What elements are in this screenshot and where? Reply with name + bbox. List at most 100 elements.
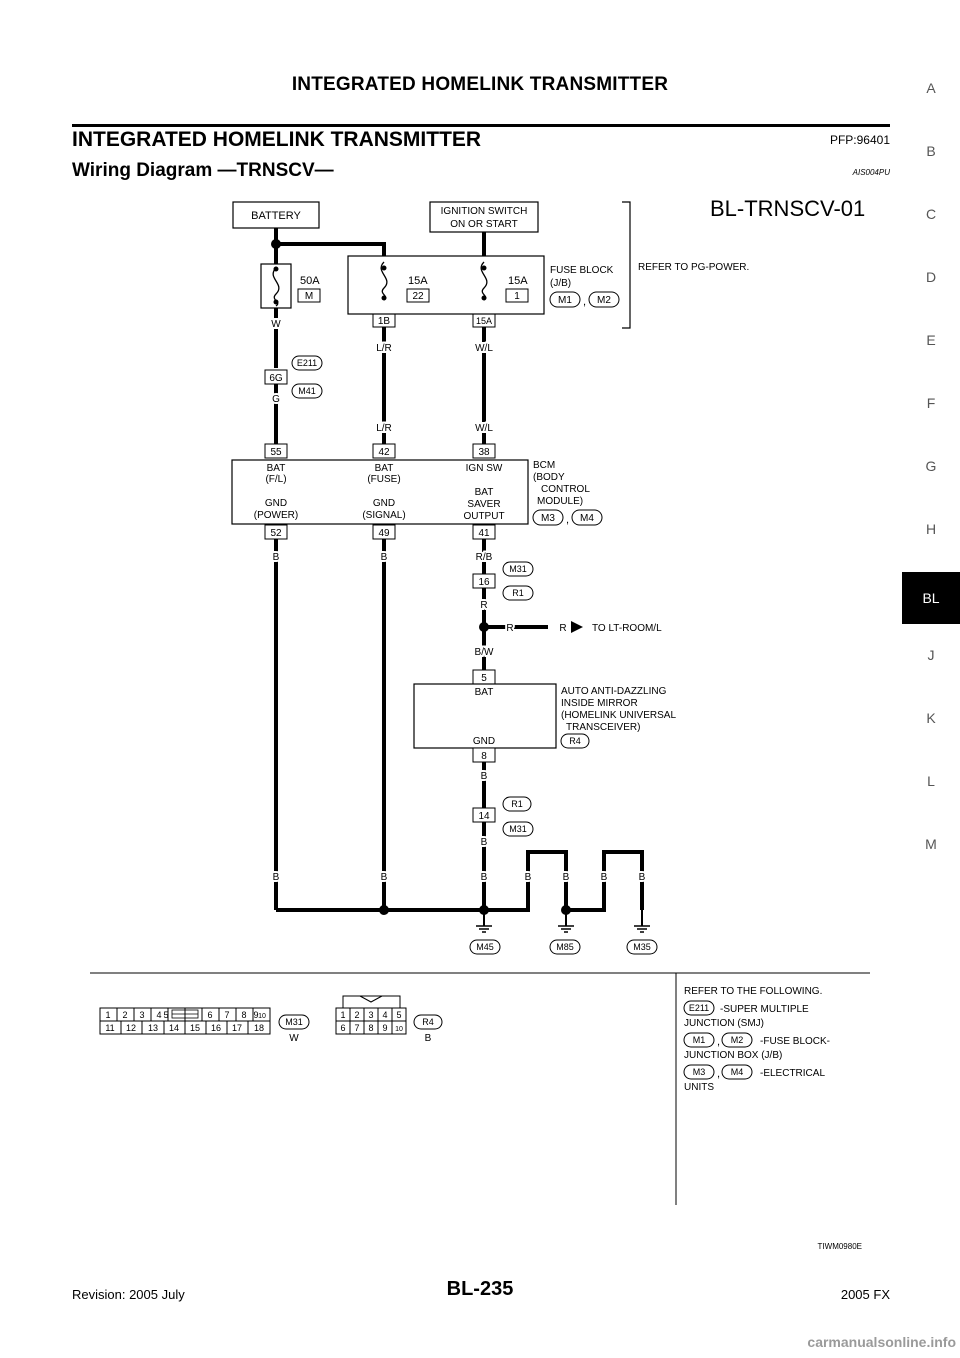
page-number: BL-235 (446, 1278, 514, 1300)
figure-code: TIWM0980E (818, 1242, 862, 1251)
fuse-22-amp: 15A (408, 275, 428, 287)
tab-m[interactable]: M (925, 836, 937, 852)
battery-bus-wire (276, 242, 386, 256)
m31-pin: 13 (148, 1023, 158, 1033)
refer-m12-desc-2: JUNCTION BOX (J/B) (684, 1050, 782, 1061)
fuse-22-code: 22 (412, 291, 424, 302)
r4-pin: 1 (340, 1010, 345, 1020)
wire-b-label-9: B (563, 872, 570, 883)
header-rule (72, 124, 890, 127)
tab-e[interactable]: E (926, 332, 936, 348)
tab-j[interactable]: J (927, 647, 935, 663)
fuse-50a-dot-top (273, 266, 279, 272)
refer-m34-desc-1: -ELECTRICAL (760, 1068, 825, 1079)
bcm-label-bat-fl-2: (F/L) (265, 474, 286, 485)
conn-m31-b: M31 (509, 824, 527, 834)
bcm-label-bat-saver-2: SAVER (467, 499, 500, 510)
mirror-pin-5: 5 (481, 673, 487, 684)
tab-a[interactable]: A (926, 80, 936, 96)
bcm-conn-m4-oval (571, 509, 603, 526)
tab-bl[interactable]: BL (902, 572, 960, 624)
fuse-1-dot-top (481, 265, 487, 271)
ground-m45: M45 (476, 942, 494, 952)
conn-e211: E211 (297, 358, 317, 368)
bcm-label-gnd-signal-2: (SIGNAL) (362, 510, 405, 521)
tab-l[interactable]: L (927, 773, 935, 789)
conn-r1-oval-b (502, 796, 532, 812)
r4-conn-name: R4 (422, 1017, 434, 1027)
wire-b-label-10: B (601, 872, 608, 883)
m31-pin: 8 (241, 1010, 246, 1020)
conn-m31-oval-a (502, 561, 534, 577)
tab-h[interactable]: H (925, 521, 937, 537)
watermark: carmanualsonline.info (807, 1334, 956, 1350)
fuse-50a-dot-bottom (273, 299, 279, 305)
wire-r-label: R (480, 600, 487, 611)
m31-pin: 4 (156, 1010, 161, 1020)
mirror-name-4: TRANSCEIVER) (566, 722, 640, 733)
m31-pin: 15 (190, 1023, 200, 1033)
fb-pin-15a: 15A (476, 316, 492, 326)
r4-pin: 3 (368, 1010, 373, 1020)
tab-b[interactable]: B (926, 143, 936, 159)
m31-pin: 17 (232, 1023, 242, 1033)
bcm-label-gnd-power-1: GND (265, 498, 287, 509)
m31-pin: 5 (163, 1010, 168, 1020)
r4-conn-oval (413, 1014, 443, 1030)
to-lt-room: TO LT-ROOM/L (592, 623, 662, 634)
tab-k[interactable]: K (926, 710, 936, 726)
ground-bus-1 (276, 850, 568, 912)
refer-m2-oval (721, 1032, 753, 1048)
refer-m12-desc-1: -FUSE BLOCK- (760, 1036, 830, 1047)
connector-m31-face (99, 1007, 271, 1035)
r4-pin: 9 (382, 1023, 387, 1033)
wire-wl-label-1: W/L (475, 343, 493, 354)
m31-pin: 10 (258, 1013, 266, 1020)
tab-c[interactable]: C (925, 206, 937, 222)
ground-bus-2 (566, 850, 644, 912)
bcm-name-3: CONTROL (541, 484, 590, 495)
ground-m45-oval (469, 939, 501, 955)
bcm-name-1: BCM (533, 460, 555, 471)
tab-f[interactable]: F (926, 395, 936, 411)
r4-pin: 4 (382, 1010, 387, 1020)
tab-d[interactable]: D (925, 269, 937, 285)
wire-r-branch-label-1: R (506, 623, 513, 634)
conn-m41-oval (291, 383, 323, 399)
ground-m85-icon (558, 910, 574, 933)
fuse-1-dot-bottom (481, 295, 487, 301)
bcm-label-gnd-signal-1: GND (373, 498, 395, 509)
r4-pin: 8 (368, 1023, 373, 1033)
r4-pin: 5 (396, 1010, 401, 1020)
wire-rb-label: R/B (476, 552, 493, 563)
tab-g[interactable]: G (925, 458, 937, 474)
bcm-pin-42: 42 (378, 447, 390, 458)
m31-pin: 9 (253, 1010, 258, 1020)
m31-pin: 6 (207, 1010, 212, 1020)
bcm-label-bat-fuse-2: (FUSE) (367, 474, 400, 485)
wire-b-label-3: B (381, 552, 388, 563)
refer-m3-oval (683, 1064, 715, 1080)
bcm-pin-42-box (372, 443, 396, 459)
pin-14: 14 (478, 811, 490, 822)
fuse-22-dot-top (381, 265, 387, 271)
wire-lr-label-2: L/R (376, 423, 392, 434)
bcm-label-gnd-power-2: (POWER) (254, 510, 298, 521)
bcm-pin-38: 38 (478, 447, 490, 458)
mirror-gnd: GND (473, 736, 495, 747)
fb-pin-1b: 1B (378, 316, 391, 327)
bcm-label-bat-fuse-1: BAT (375, 463, 394, 474)
wire-b-label-2: B (273, 872, 280, 883)
refer-m3: M3 (693, 1067, 706, 1077)
refer-m1-oval (683, 1032, 715, 1048)
splice-gnd-1 (379, 905, 389, 915)
fuse-1-code: 1 (514, 291, 520, 302)
fuse-block-conn-m2-oval (588, 291, 620, 308)
refer-sep-2: , (717, 1068, 720, 1080)
bcm-conn-m3-oval (532, 509, 564, 526)
conn-r1-b: R1 (511, 799, 523, 809)
m31-pin: 3 (139, 1010, 144, 1020)
wire-lr-label-1: L/R (376, 343, 392, 354)
r4-pin: 2 (354, 1010, 359, 1020)
wire-bw-label: B/W (475, 647, 494, 658)
